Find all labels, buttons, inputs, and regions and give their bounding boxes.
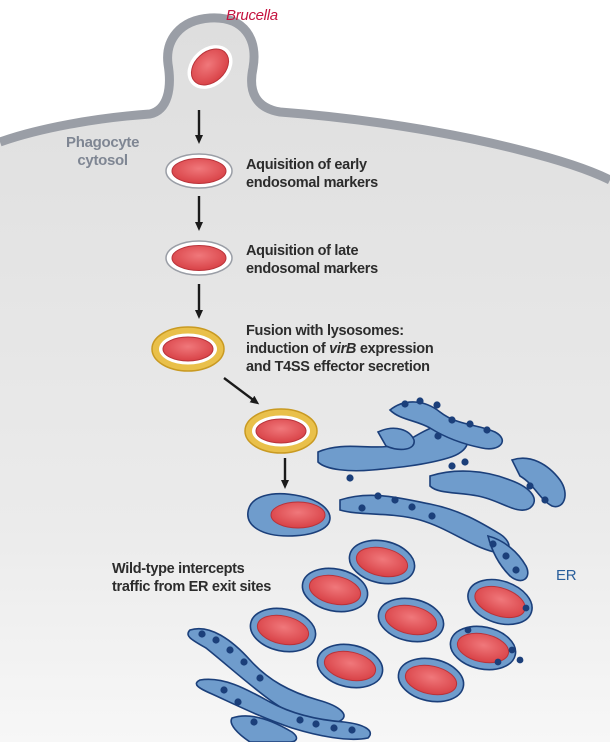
step-early-endosome-label: Aquisition of early endosomal markers <box>246 156 378 192</box>
er-label: ER <box>556 567 576 585</box>
phagocyte-label-line-2: cytosol <box>66 152 139 170</box>
bacterium-early-endosome <box>166 154 232 188</box>
er-text: ER <box>556 567 576 584</box>
er-exit-line-1: Wild-type intercepts <box>112 560 271 578</box>
step-2-line-2: endosomal markers <box>246 260 378 278</box>
step-2-line-1: Aquisition of late <box>246 242 378 260</box>
step-1-line-2: endosomal markers <box>246 174 378 192</box>
step-3-line-2: induction of virB expression <box>246 340 433 358</box>
step-3-line-3: and T4SS effector secretion <box>246 358 433 376</box>
er-exit-line-2: traffic from ER exit sites <box>112 578 271 596</box>
step-late-endosome-label: Aquisition of late endosomal markers <box>246 242 378 278</box>
step-3-line-1: Fusion with lysosomes: <box>246 322 433 340</box>
brucella-text: Brucella <box>226 7 278 24</box>
virb-gene-term: virB <box>329 341 356 357</box>
step-lysosome-fusion-label: Fusion with lysosomes: induction of virB… <box>246 322 433 376</box>
bacterium-late-endosome <box>166 241 232 275</box>
phagocyte-cytosol-label: Phagocyte cytosol <box>66 134 139 170</box>
bacterium-bcv-lysosomal <box>245 409 317 453</box>
phagocyte-label-line-1: Phagocyte <box>66 134 139 152</box>
step-1-line-1: Aquisition of early <box>246 156 378 174</box>
er-exit-sites-label: Wild-type intercepts traffic from ER exi… <box>112 560 271 596</box>
brucella-label: Brucella <box>226 7 278 25</box>
bacterium-lysosome-fusion <box>152 327 224 371</box>
